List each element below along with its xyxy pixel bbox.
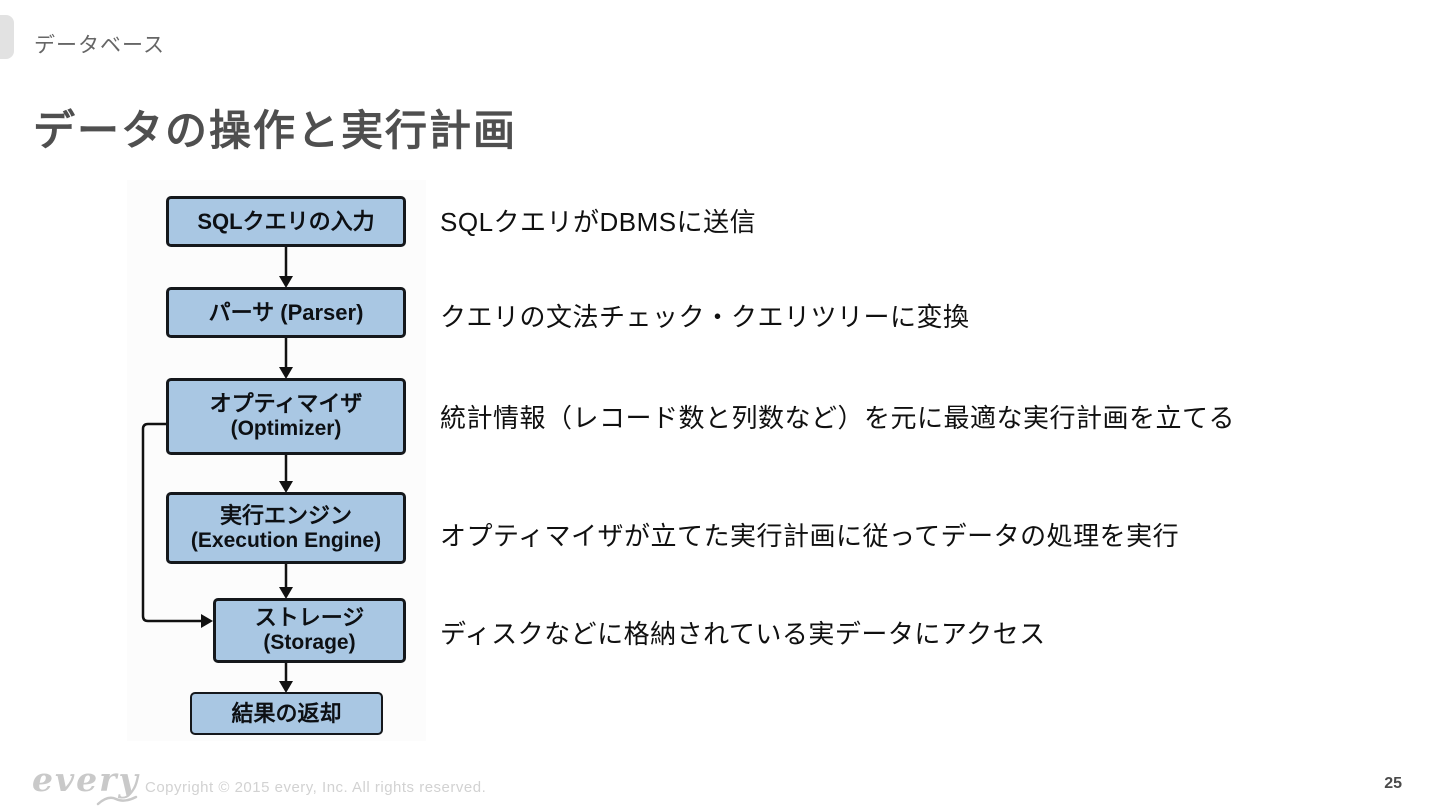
flow-arrow-lines — [141, 247, 288, 682]
flow-box-storage: ストレージ (Storage) — [213, 598, 406, 663]
every-logo-swash — [96, 795, 138, 806]
flowchart-connectors — [141, 247, 293, 693]
flow-box-label: ストレージ — [254, 605, 365, 631]
flow-box-sql-query-input: SQLクエリの入力 — [166, 196, 406, 247]
annotation-access-data: ディスクなどに格納されている実データにアクセス — [440, 619, 1046, 649]
flow-box-sublabel: (Storage) — [263, 631, 356, 655]
flow-box-label: パーサ (Parser) — [208, 299, 364, 325]
flowchart-diagram: SQLクエリの入力 パーサ (Parser) オプティマイザ (Optimize… — [127, 180, 426, 741]
every-logo: every — [32, 760, 140, 799]
annotation-statistics-plan: 統計情報（レコード数と列数など）を元に最適な実行計画を立てる — [440, 403, 1236, 433]
flow-box-label: 実行エンジン — [219, 502, 352, 528]
slide-section-label: データベース — [34, 34, 165, 57]
flow-box-label: SQLクエリの入力 — [197, 208, 375, 234]
flow-box-sublabel: (Execution Engine) — [190, 528, 382, 552]
page-number: 25 — [1384, 775, 1402, 792]
slide-header-tab — [0, 15, 14, 59]
flow-box-execution-engine: 実行エンジン (Execution Engine) — [166, 492, 406, 564]
page-title: データの操作と実行計画 — [33, 107, 518, 154]
flow-box-parser: パーサ (Parser) — [166, 287, 406, 338]
flow-box-result-return: 結果の返却 — [190, 692, 383, 735]
flow-box-label: オプティマイザ — [209, 391, 363, 417]
flow-box-optimizer: オプティマイザ (Optimizer) — [166, 378, 406, 455]
annotation-syntax-check: クエリの文法チェック・クエリツリーに変換 — [440, 302, 970, 332]
flow-arrow-heads — [201, 276, 293, 693]
copyright-text: Copyright © 2015 every, Inc. All rights … — [145, 779, 487, 796]
flow-box-label: 結果の返却 — [231, 700, 342, 726]
annotation-sql-sent-to-dbms: SQLクエリがDBMSに送信 — [440, 207, 757, 237]
flow-box-sublabel: (Optimizer) — [230, 417, 342, 441]
annotation-execute-plan: オプティマイザが立てた実行計画に従ってデータの処理を実行 — [440, 521, 1180, 551]
